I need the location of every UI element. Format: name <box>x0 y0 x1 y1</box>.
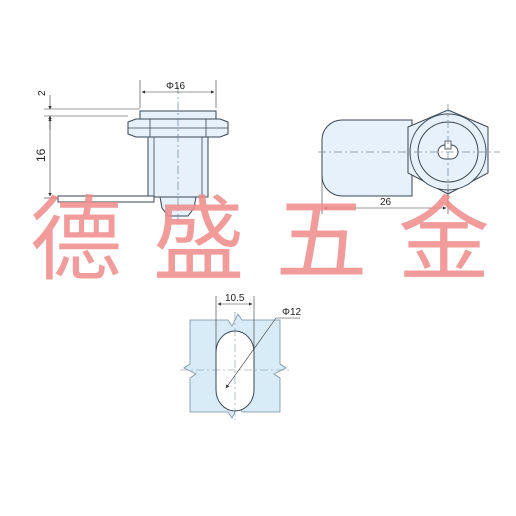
dim-cutout-width: 10.5 <box>225 293 245 304</box>
dim-arm-length: 26 <box>380 197 392 208</box>
front-cam-arm <box>321 119 413 197</box>
dim-cutout-diameter: Φ12 <box>282 307 302 318</box>
side-view: Φ16 2 16 <box>34 80 229 222</box>
watermark-text: 德盛五金 <box>30 187 490 294</box>
dim-top-gap: 2 <box>37 90 48 96</box>
dim-diameter-body: Φ16 <box>166 81 186 92</box>
cam-arm <box>57 195 155 203</box>
dim-height: 16 <box>34 148 48 162</box>
panel-cutout-view: 10.5 Φ12 <box>180 293 302 420</box>
bottom-boss <box>159 196 197 217</box>
front-view: 26 <box>318 104 500 214</box>
